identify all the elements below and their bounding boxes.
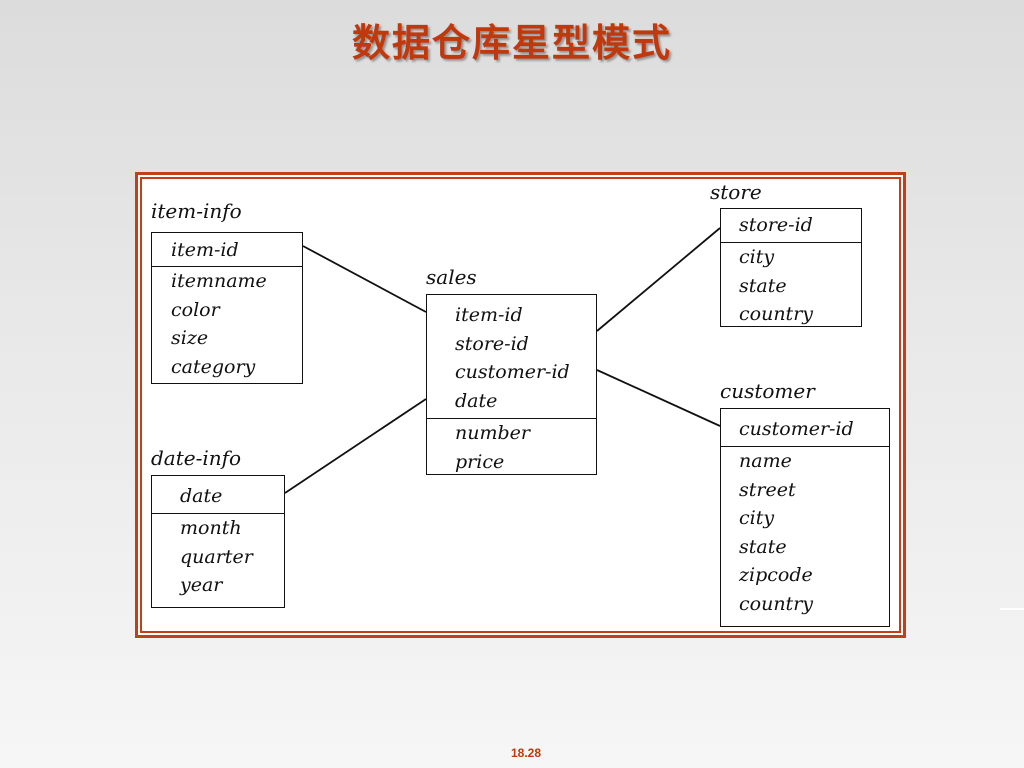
- entity-name-item-info: item-info: [151, 199, 242, 223]
- attribute: city: [739, 507, 775, 530]
- entity-name-store: store: [710, 180, 762, 204]
- page-number: 18.28: [510, 746, 542, 760]
- measure-attribute: price: [455, 450, 505, 473]
- key-attribute: store-id: [455, 332, 529, 355]
- attribute: name: [739, 450, 792, 472]
- attribute: itemname: [171, 270, 267, 292]
- attribute: month: [180, 517, 242, 539]
- entity-box-item-info: item-id itemname color size category: [151, 232, 303, 384]
- entity-box-date-info: date month quarter year: [151, 475, 285, 608]
- key-attribute: item-id: [171, 239, 239, 261]
- key-attribute: store-id: [739, 214, 813, 236]
- key-attribute: item-id: [455, 304, 523, 326]
- attribute: street: [739, 478, 796, 501]
- measure-attribute: number: [455, 422, 530, 444]
- key-attribute: date: [180, 485, 223, 507]
- attribute: city: [739, 246, 775, 268]
- decorative-dash: [1000, 608, 1024, 610]
- attribute: color: [171, 298, 220, 321]
- attribute-list: name street city state zipcode country: [721, 447, 889, 619]
- entity-name-sales: sales: [426, 265, 477, 289]
- entity-key-section: date: [152, 476, 284, 514]
- key-attribute: customer-id: [455, 361, 570, 384]
- slide-title: 数据仓库星型模式: [351, 21, 672, 65]
- entity-box-sales: item-id store-id customer-id date number…: [426, 294, 597, 475]
- entity-name-customer: customer: [720, 379, 815, 403]
- entity-key-section: item-id: [152, 233, 302, 267]
- entity-key-section: store-id: [721, 209, 861, 243]
- connector-item-info-sales: [302, 245, 427, 313]
- connector-date-info-sales: [284, 398, 427, 494]
- entity-box-store: store-id city state country: [720, 208, 862, 327]
- attribute: quarter: [180, 545, 253, 568]
- entity-key-section: customer-id: [721, 409, 889, 447]
- key-attribute: customer-id: [739, 418, 854, 440]
- attribute: state: [739, 274, 787, 297]
- attribute: year: [180, 574, 223, 597]
- attribute-list: itemname color size category: [152, 267, 302, 381]
- entity-box-customer: customer-id name street city state zipco…: [720, 408, 890, 627]
- attribute-list: month quarter year: [152, 514, 284, 600]
- fact-keys-section: item-id store-id customer-id date: [427, 295, 596, 419]
- measure-list: number price: [427, 419, 596, 476]
- attribute: category: [171, 355, 256, 378]
- attribute: country: [739, 303, 814, 326]
- attribute: country: [739, 592, 814, 615]
- attribute: size: [171, 327, 209, 350]
- entity-name-date-info: date-info: [151, 446, 242, 470]
- connector-sales-customer: [596, 369, 721, 427]
- key-attribute: date: [455, 389, 498, 412]
- attribute: zipcode: [739, 564, 813, 587]
- connector-sales-store: [596, 227, 721, 332]
- attribute-list: city state country: [721, 243, 861, 329]
- attribute: state: [739, 535, 787, 558]
